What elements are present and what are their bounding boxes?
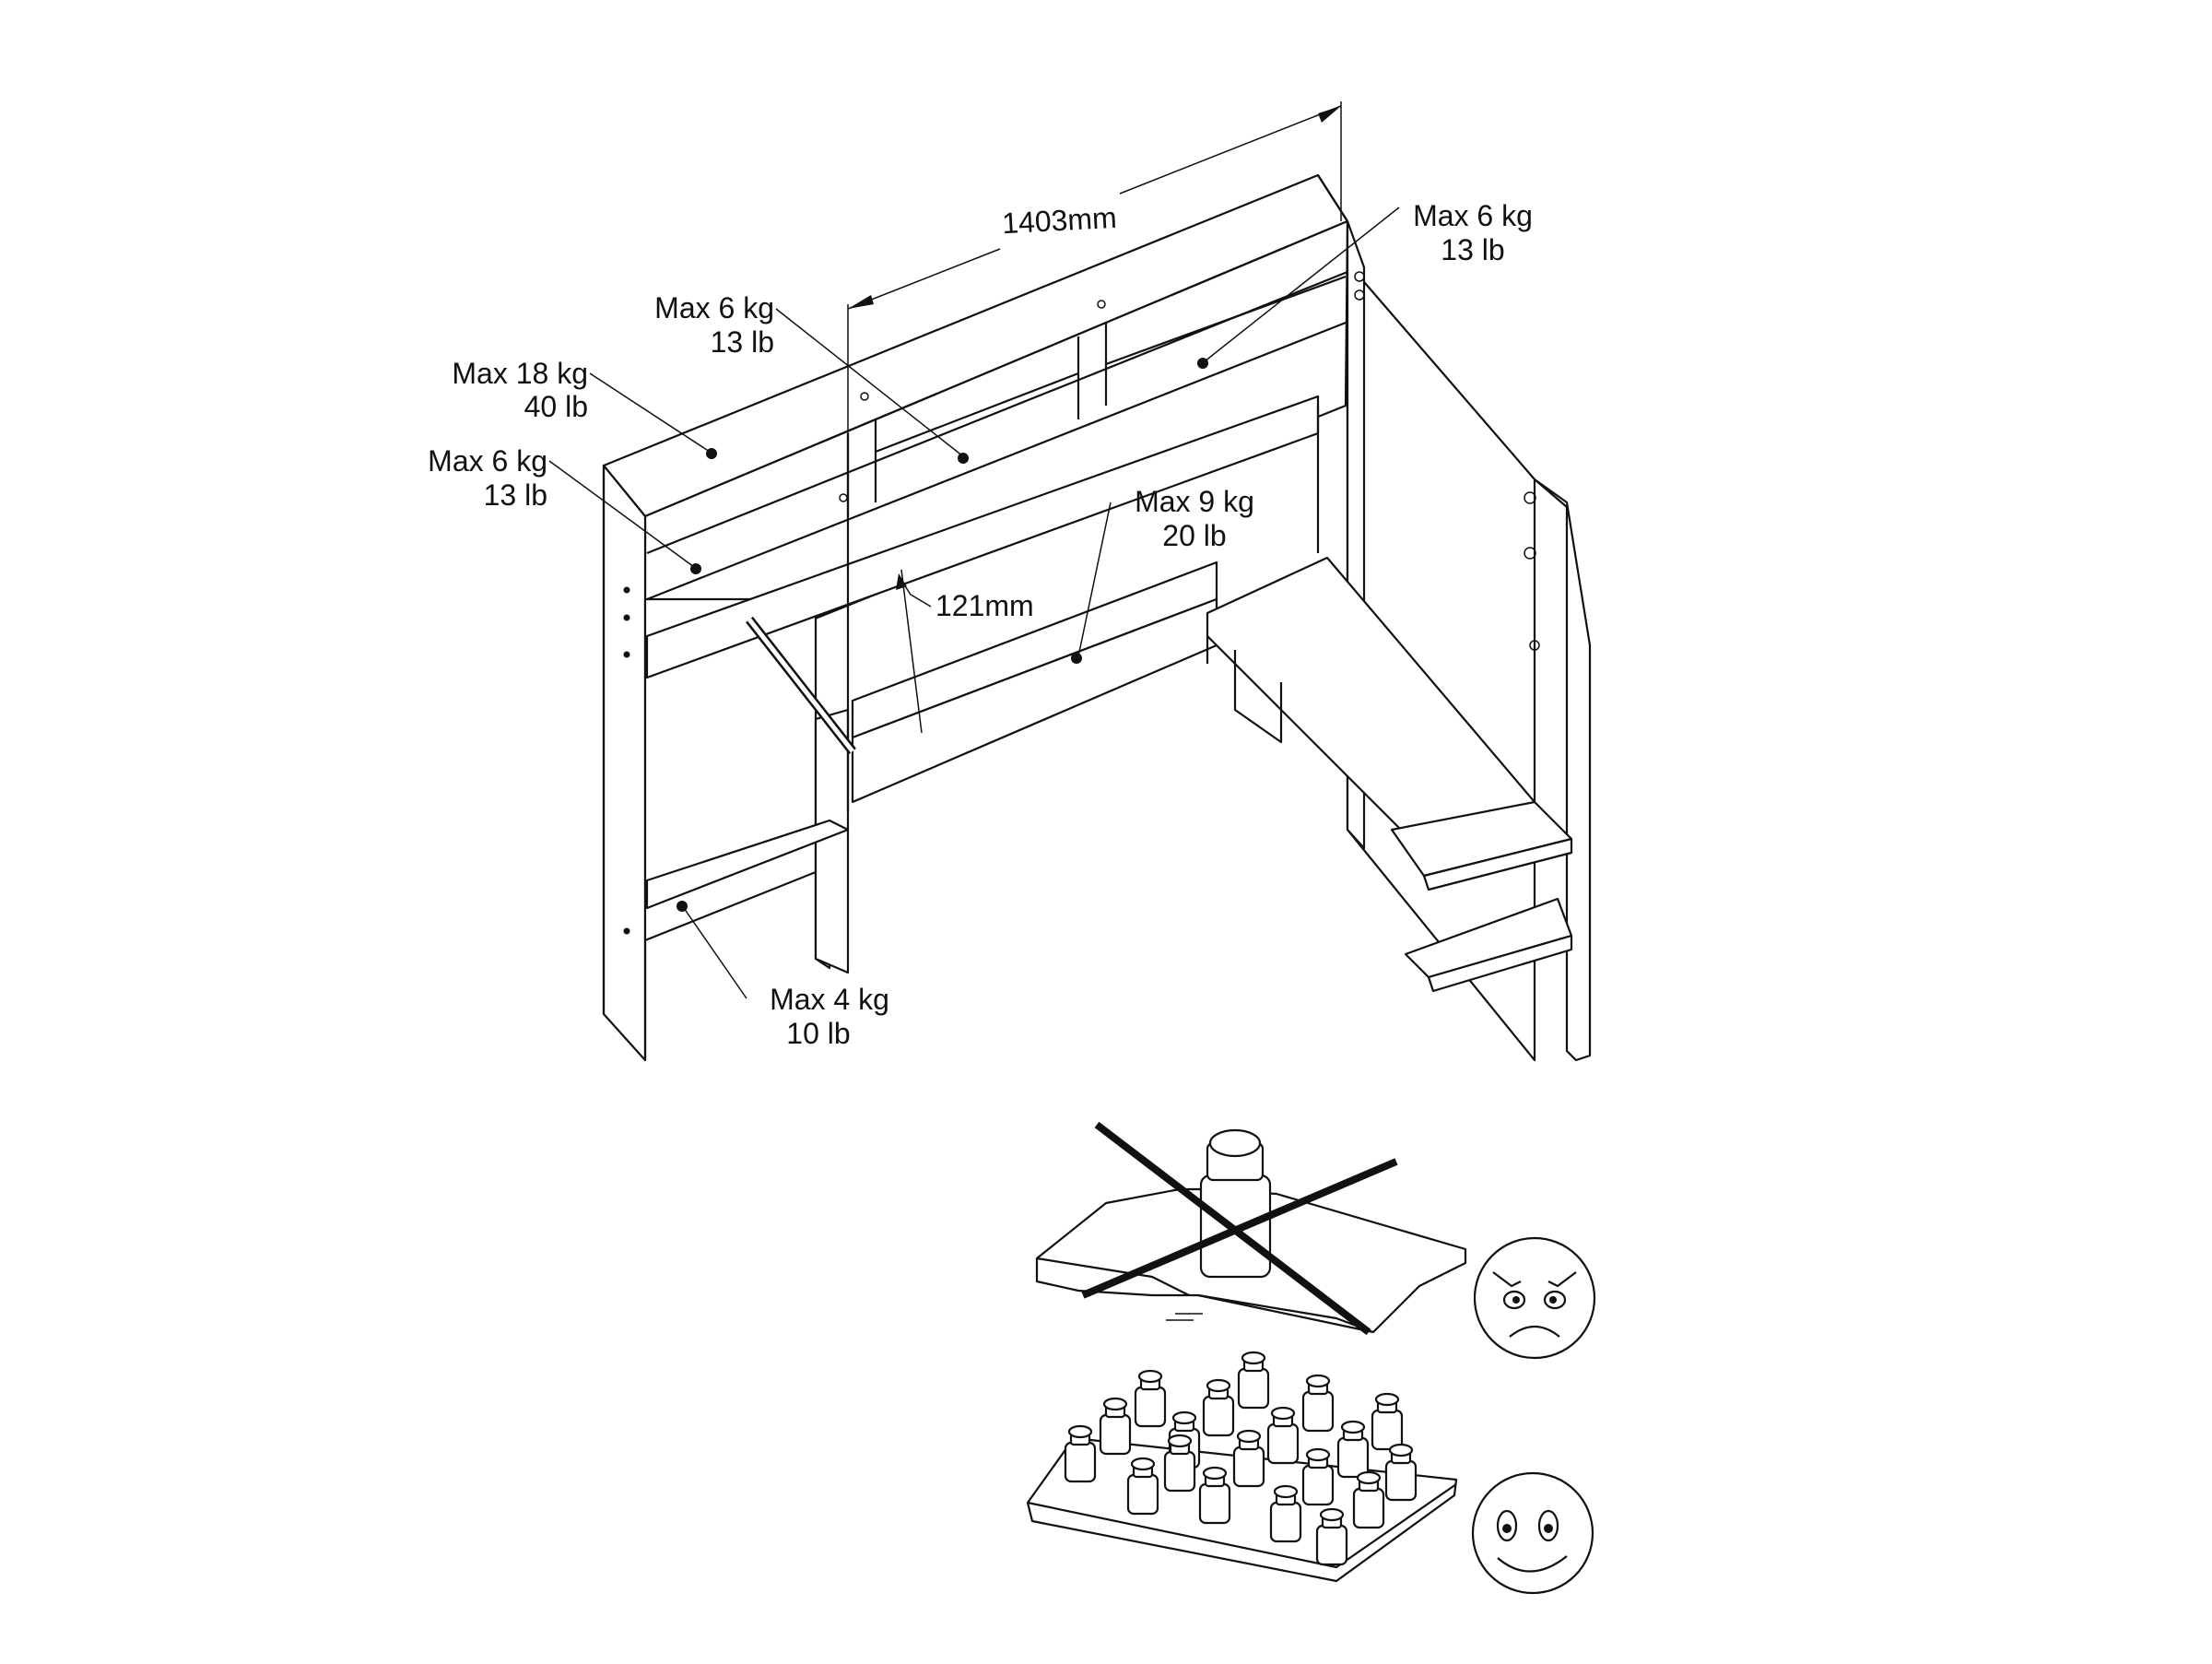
left-side-panel <box>602 464 647 1062</box>
small-weight <box>1315 1507 1348 1566</box>
middle-compartment-kg: Max 6 kg <box>654 291 774 325</box>
small-weight <box>1202 1378 1235 1437</box>
small-weight <box>1134 1369 1167 1428</box>
small-weight <box>1352 1470 1385 1529</box>
small-weight <box>1232 1429 1265 1488</box>
dimension-121: 121mm <box>896 569 1034 734</box>
concentrated-weight-crossed-icon <box>1035 1121 1467 1336</box>
bottom-shelf <box>645 819 850 910</box>
small-weight <box>1371 1392 1404 1451</box>
small-weight <box>1064 1424 1097 1483</box>
top-shelf-kg: Max 18 kg <box>452 357 588 390</box>
small-weight <box>1163 1434 1196 1493</box>
small-weight <box>1126 1457 1159 1516</box>
width-dimension-label: 1403mm <box>1001 201 1117 240</box>
bottom-shelf-kg: Max 4 kg <box>770 983 889 1016</box>
small-weight <box>1336 1420 1370 1479</box>
load-label-desk-shelf: Max 9 kg 20 lb <box>1071 485 1254 664</box>
load-label-middle-compartment: Max 6 kg 13 lb <box>654 291 969 464</box>
right-compartment-kg: Max 6 kg <box>1413 199 1533 232</box>
right-rail-panel <box>1533 478 1592 1062</box>
desk-shelf-kg: Max 9 kg <box>1135 485 1254 518</box>
upper-left-shelf-lb: 13 lb <box>484 478 547 512</box>
dimension-1403: 1403mm <box>847 101 1342 438</box>
hardware-holes <box>623 271 1540 935</box>
upper-left-shelf-kg: Max 6 kg <box>428 444 547 478</box>
load-label-upper-left-shelf: Max 6 kg 13 lb <box>428 444 701 574</box>
clearance-dimension-label: 121mm <box>935 589 1034 622</box>
small-weight <box>1198 1466 1231 1525</box>
small-weight <box>1099 1397 1132 1456</box>
middle-compartment-lb: 13 lb <box>711 325 774 359</box>
desk-shelf-lb: 20 lb <box>1162 519 1226 552</box>
small-weight <box>1266 1406 1300 1465</box>
load-label-right-compartment: Max 6 kg 13 lb <box>1197 199 1533 369</box>
small-weight <box>1384 1443 1418 1502</box>
angry-face-icon <box>1473 1236 1596 1360</box>
small-weight <box>1301 1447 1335 1506</box>
bottom-shelf-lb: 10 lb <box>786 1017 850 1050</box>
happy-face-icon <box>1471 1471 1594 1595</box>
distributed-weights-icon <box>1026 1351 1458 1583</box>
top-shelf-lb: 40 lb <box>524 390 588 423</box>
small-weight <box>1301 1374 1335 1433</box>
right-compartment-lb: 13 lb <box>1441 233 1504 266</box>
load-label-top-shelf: Max 18 kg 40 lb <box>452 357 717 459</box>
load-label-bottom-shelf: Max 4 kg 10 lb <box>677 901 889 1050</box>
small-weight <box>1237 1351 1270 1410</box>
loft-bed-frame <box>602 173 1592 1062</box>
small-weight <box>1269 1484 1302 1543</box>
